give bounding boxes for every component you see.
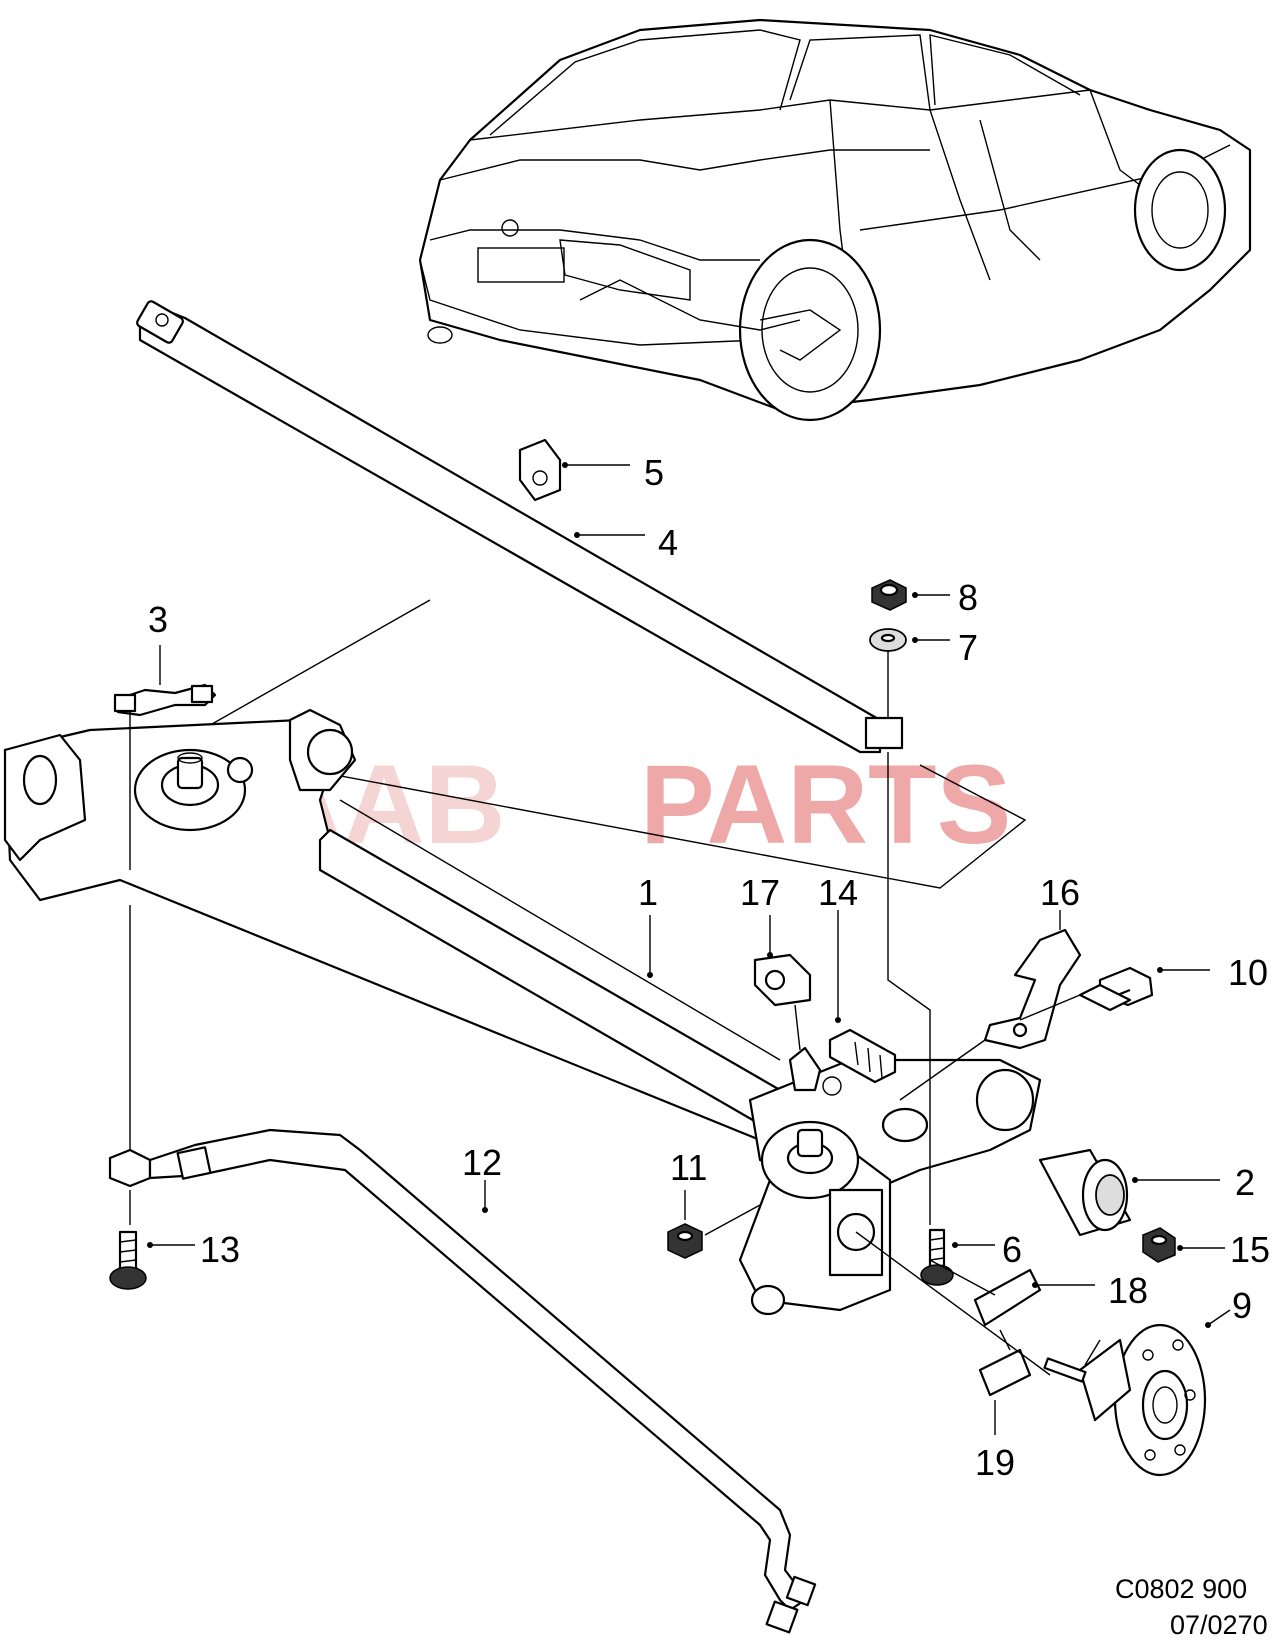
part-3-bracket [113,683,217,717]
callout-19: 19 [975,1442,1015,1483]
part-1-axle-beam [3,708,1042,1316]
callout-8: 8 [958,577,978,618]
callout-13: 13 [200,1229,240,1270]
callout-leaders [147,462,1231,1435]
callout-2: 2 [1235,1162,1255,1203]
assembly-lines [129,650,1081,1376]
diagram-reference: C0802 900 07/0270 [1115,1574,1268,1640]
part-19-shim [978,1348,1032,1397]
car-illustration [418,18,1252,422]
part-14-bolt [828,1028,897,1084]
part-12-anti-roll-bar [108,1128,817,1634]
part-2-bush [1038,1148,1132,1237]
part-13-bolt [109,1230,147,1290]
callout-7: 7 [958,627,978,668]
watermark-parts: PARTS [640,742,1011,867]
callout-11: 11 [670,1147,707,1188]
callout-9: 9 [1232,1285,1252,1326]
part-5-clip [518,438,562,502]
part-15-nut [1142,1227,1176,1263]
callout-14: 14 [818,872,858,913]
part-11-nut [667,1223,703,1259]
callout-16: 16 [1040,872,1080,913]
part-4-bar [136,300,904,754]
diagram-code: C0802 900 [1115,1574,1247,1604]
callout-6: 6 [1002,1229,1022,1270]
part-10-bolt [1078,966,1154,1012]
part-8-nut [871,579,907,611]
part-6-bolt [920,1228,954,1286]
callout-3: 3 [148,599,168,640]
callout-12: 12 [462,1142,502,1183]
callout-17: 17 [740,872,780,913]
callout-15: 15 [1230,1229,1270,1270]
callout-numbers: 5 4 3 8 7 1 17 14 16 10 11 12 2 15 13 6 … [148,452,1270,1483]
callout-10: 10 [1228,952,1268,993]
callout-1: 1 [638,872,658,913]
part-17-clip [753,953,812,1007]
callout-4: 4 [658,522,678,563]
part-9-wheel-hub [1043,1323,1207,1477]
diagram-date: 07/0270 [1170,1610,1268,1640]
callout-5: 5 [644,452,664,493]
part-16-bracket-plate [983,928,1082,1050]
reference-frame [172,599,1027,889]
callout-18: 18 [1108,1270,1148,1311]
part-7-washer [869,628,907,652]
part-18-shim [973,1268,1042,1327]
